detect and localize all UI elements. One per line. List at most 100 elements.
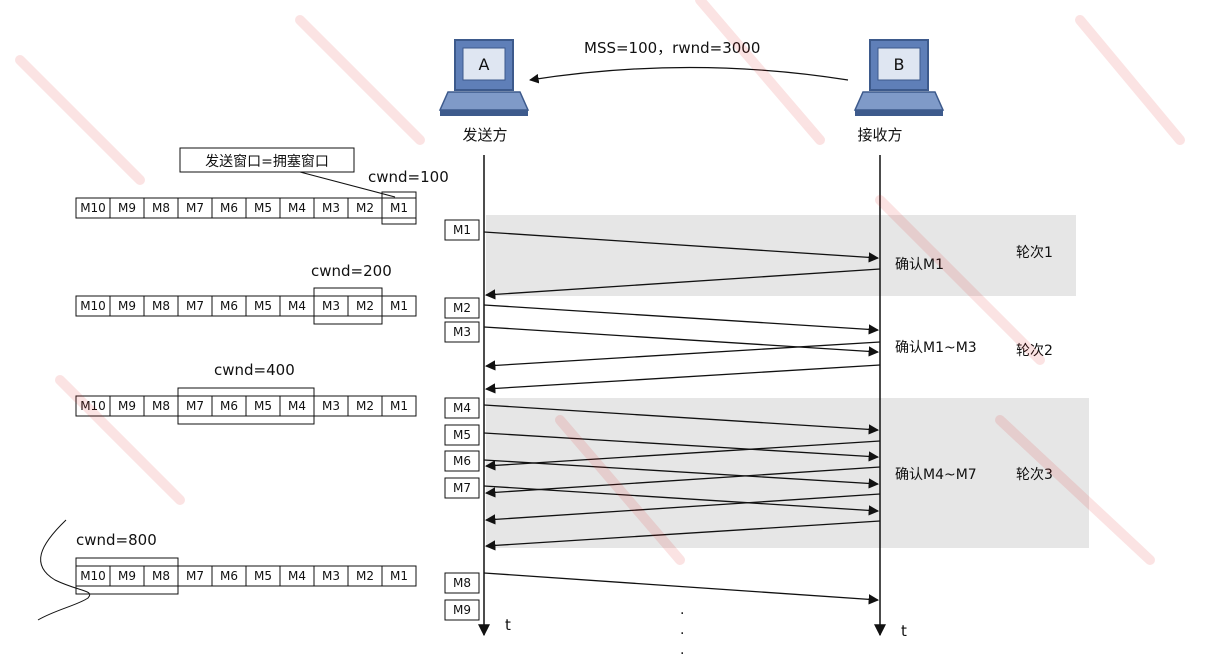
segment-label: M8 <box>152 399 170 413</box>
segment-arrow <box>483 326 880 357</box>
computer-icon <box>853 39 945 116</box>
segment-label: M8 <box>152 569 170 583</box>
svg-text:M4: M4 <box>453 401 471 415</box>
message-box-m3: M3 <box>444 321 480 343</box>
time-label-receiver: t <box>901 622 907 640</box>
segment-arrow <box>484 520 881 551</box>
svg-text:M5: M5 <box>453 428 471 442</box>
svg-text:M6: M6 <box>453 454 471 468</box>
segment-arrow <box>483 231 880 263</box>
segment-cell <box>381 565 417 587</box>
segment-label: M1 <box>390 201 408 215</box>
segment-arrow <box>484 466 881 498</box>
segment-label: M3 <box>322 569 340 583</box>
segment-cell <box>381 395 417 417</box>
segment-label: M2 <box>356 399 374 413</box>
cwnd-label-2: cwnd=200 <box>311 262 392 280</box>
segment-label: M6 <box>220 569 238 583</box>
segment-label: M7 <box>186 569 204 583</box>
segment-label: M6 <box>220 299 238 313</box>
message-box-m4: M4 <box>444 397 480 419</box>
segment-label: M4 <box>288 299 306 313</box>
congestion-window-frame <box>75 557 179 595</box>
computer-icon <box>438 39 530 116</box>
message-box-m2: M2 <box>444 297 480 319</box>
segment-label: M5 <box>254 569 272 583</box>
segment-label: M10 <box>80 299 106 313</box>
svg-text:M1: M1 <box>453 223 471 237</box>
ack-labels: 确认M1 确认M1~M3 确认M4~M7 <box>895 257 977 483</box>
time-label-sender: t <box>505 616 511 634</box>
cwnd-label-4: cwnd=800 <box>76 531 157 549</box>
message-box-m6: M6 <box>444 450 480 472</box>
host-b: B 接收方 <box>853 39 945 144</box>
congestion-window-frame <box>177 387 315 425</box>
segment-arrow <box>484 364 881 394</box>
segment-label: M9 <box>118 399 136 413</box>
segment-label: M9 <box>118 569 136 583</box>
segment-label: M1 <box>390 299 408 313</box>
cwnd-label-1: cwnd=100 <box>368 168 449 186</box>
ack-label-3: 确认M4~M7 <box>895 467 977 483</box>
transmission-arrows <box>483 231 881 605</box>
round-label-1: 轮次1 <box>1016 245 1053 261</box>
svg-text:M7: M7 <box>453 481 471 495</box>
round-bands <box>486 215 1089 548</box>
segment-label: M7 <box>186 399 204 413</box>
segment-label: M3 <box>322 201 340 215</box>
cwnd-label-3: cwnd=400 <box>214 361 295 379</box>
message-box-m1: M1 <box>444 219 480 241</box>
segment-label: M10 <box>80 569 106 583</box>
segment-arrow <box>484 493 881 525</box>
segment-label: M2 <box>356 299 374 313</box>
segment-label: M6 <box>220 201 238 215</box>
segment-label: M3 <box>322 399 340 413</box>
segment-label: M9 <box>118 299 136 313</box>
host-a: A 发送方 <box>438 39 530 144</box>
segment-arrow <box>483 485 880 516</box>
segment-arrow <box>483 459 880 489</box>
round-labels: 轮次1 轮次2 轮次3 <box>1016 245 1053 483</box>
watermark <box>15 0 1185 565</box>
segment-label: M8 <box>152 299 170 313</box>
message-box-m7: M7 <box>444 477 480 499</box>
svg-text:M3: M3 <box>453 325 471 339</box>
message-box-m5: M5 <box>444 424 480 446</box>
segment-label: M6 <box>220 399 238 413</box>
cwnd-labels: cwnd=100 cwnd=200 cwnd=400 cwnd=800 <box>76 168 449 549</box>
message-box-m8: M8 <box>444 572 480 594</box>
segment-label: M5 <box>254 299 272 313</box>
svg-text:M9: M9 <box>453 603 471 617</box>
segment-arrow <box>483 432 880 462</box>
round-band-1 <box>486 215 1076 296</box>
params-text: MSS=100，rwnd=3000 <box>584 39 760 57</box>
congestion-window-frame <box>313 287 383 325</box>
segment-arrow <box>484 268 881 300</box>
segment-label: M10 <box>80 201 106 215</box>
callout-box <box>179 147 355 173</box>
segment-label: M4 <box>288 201 306 215</box>
ellipsis-dot: . <box>680 602 684 618</box>
header-params: MSS=100，rwnd=3000 <box>529 39 849 84</box>
ellipsis: . . . <box>680 602 684 658</box>
segment-label: M7 <box>186 201 204 215</box>
segment-label: M3 <box>322 299 340 313</box>
params-arrow <box>529 66 849 84</box>
ellipsis-dot: . <box>680 642 684 658</box>
host-a-label: 发送方 <box>462 126 507 144</box>
segment-label: M1 <box>390 399 408 413</box>
segment-label: M5 <box>254 201 272 215</box>
host-b-letter: B <box>894 55 905 74</box>
segment-label: M9 <box>118 201 136 215</box>
callout-text: 发送窗口=拥塞窗口 <box>205 153 329 170</box>
segment-label: M4 <box>288 569 306 583</box>
ellipsis-dot: . <box>680 622 684 638</box>
segment-label: M4 <box>288 399 306 413</box>
ack-label-2: 确认M1~M3 <box>895 340 977 356</box>
